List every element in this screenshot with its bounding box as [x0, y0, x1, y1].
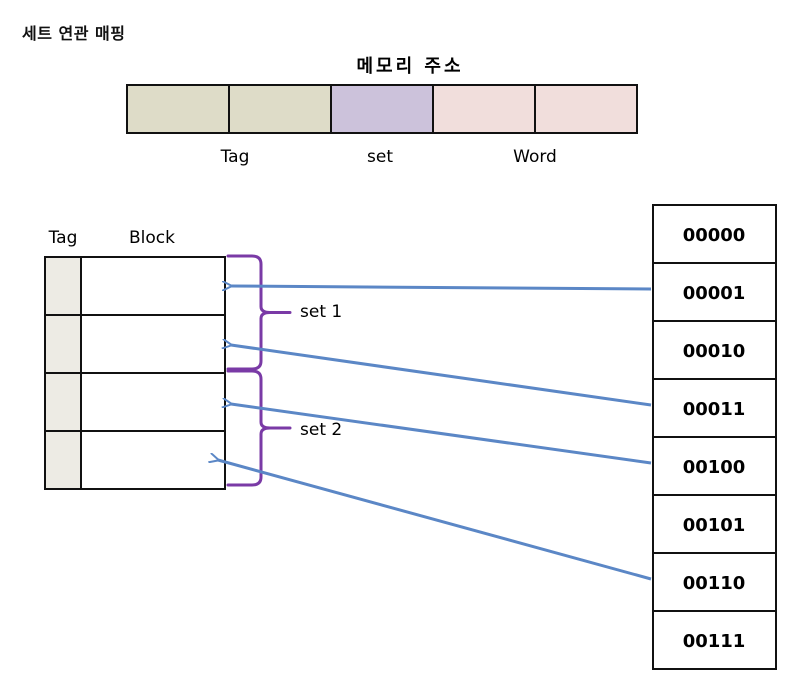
cache-tag-cell [44, 430, 82, 490]
mapping-arrows [218, 286, 652, 581]
cache-block-cell [80, 314, 226, 374]
address-field-tag: Tag [220, 147, 250, 167]
memory-address-label: 00001 [683, 283, 746, 304]
mapping-arrow-00100 [231, 404, 652, 465]
memory-address-label: 00110 [683, 573, 746, 594]
cache-block-cell [80, 256, 226, 316]
set-brackets [226, 254, 292, 487]
cache-block-cell [80, 430, 226, 490]
memory-cell [652, 436, 777, 496]
cache-table [44, 256, 226, 490]
memory-cell [652, 204, 777, 264]
cache-tag-header: Tag [48, 228, 78, 248]
set-bracket-2 [226, 369, 292, 487]
address-field-word: Word [513, 147, 557, 167]
memory-address-label: 00101 [683, 515, 746, 536]
address-segment [126, 84, 230, 134]
memory-address-label: 00000 [683, 225, 746, 246]
mapping-arrow-00110 [218, 460, 652, 581]
memory-address-label: 00100 [683, 457, 746, 478]
memory-cell [652, 610, 777, 670]
address-field-set: set [367, 147, 393, 167]
cache-block-header: Block [129, 228, 175, 248]
address-segment [432, 84, 536, 134]
memory-address-label: 00010 [683, 341, 746, 362]
memory-cell [652, 552, 777, 612]
cache-block-cell [80, 372, 226, 432]
memory-cell [652, 262, 777, 322]
set-label-1: set 1 [300, 302, 342, 322]
address-title: 메모리 주소 [356, 56, 463, 77]
cache-tag-cell [44, 256, 82, 316]
memory-cell [652, 378, 777, 438]
mapping-arrow-00001 [231, 286, 652, 289]
memory-address-label: 00111 [683, 631, 746, 652]
mapping-arrow-00011 [231, 345, 652, 407]
address-segment [330, 84, 434, 134]
cache-tag-cell [44, 372, 82, 432]
cache-tag-cell [44, 314, 82, 374]
set-label-2: set 2 [300, 420, 342, 440]
address-segment [534, 84, 638, 134]
address-segment [228, 84, 332, 134]
address-bar [126, 84, 638, 134]
memory-address-label: 00011 [683, 399, 746, 420]
page-title: 세트 연관 매핑 [22, 24, 126, 43]
memory-table: 00000 00001 00010 00011 00100 00101 00110 00111 [652, 204, 777, 670]
memory-cell [652, 494, 777, 554]
